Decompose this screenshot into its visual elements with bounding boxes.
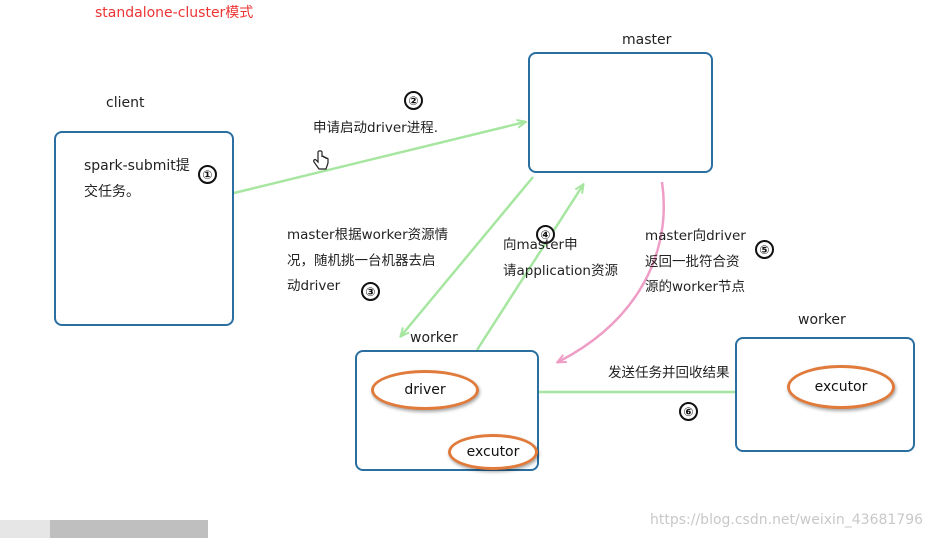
hand-cursor-icon (313, 150, 329, 170)
worker-right-label: worker (798, 312, 846, 328)
request-line2: 请application资源 (503, 263, 618, 279)
step-2-badge: ② (404, 91, 423, 110)
return-line1: master向driver (645, 228, 746, 244)
request-line1: 向master申 (503, 237, 578, 253)
arrow-master-to-worker (401, 176, 534, 336)
step-4-badge: ④ (536, 225, 555, 244)
random-pick-line2: 况，随机挑一台机器去启 (287, 253, 436, 269)
client-text-line2: 交任务。 (84, 184, 140, 200)
step-3-badge: ③ (361, 282, 380, 301)
arrow-client-to-master (233, 122, 525, 195)
random-pick-line1: master根据worker资源情 (287, 227, 449, 243)
worker-left-label: worker (410, 330, 458, 346)
excutor-right-oval: excutor (787, 365, 895, 409)
client-label: client (106, 95, 145, 111)
step-5-badge: ⑤ (755, 240, 774, 259)
driver-oval: driver (371, 370, 479, 410)
step-1-badge: ① (198, 165, 217, 184)
return-line2: 返回一批符合资 (645, 254, 740, 270)
master-box (528, 52, 713, 173)
return-line3: 源的worker节点 (645, 279, 746, 295)
arrow-master-to-driver (558, 181, 666, 362)
random-pick-line3: 动driver (287, 278, 341, 294)
step-6-badge: ⑥ (679, 402, 698, 421)
watermark: https://blog.csdn.net/weixin_43681796 (650, 512, 924, 528)
arrow-worker-to-master (475, 185, 583, 351)
client-text-line1: spark-submit提 (84, 158, 190, 174)
client-box: spark-submit提 交任务。 (54, 131, 234, 326)
send-tasks-annotation: 发送任务并回收结果 (608, 365, 730, 381)
apply-driver-annotation: 申请启动driver进程. (313, 120, 439, 136)
diagram-title: standalone-cluster模式 (95, 5, 254, 21)
excutor-left-oval: excutor (448, 434, 538, 470)
bottom-strip-left (0, 520, 50, 538)
bottom-strip-scrollbar[interactable] (50, 520, 208, 538)
master-label: master (622, 32, 672, 48)
